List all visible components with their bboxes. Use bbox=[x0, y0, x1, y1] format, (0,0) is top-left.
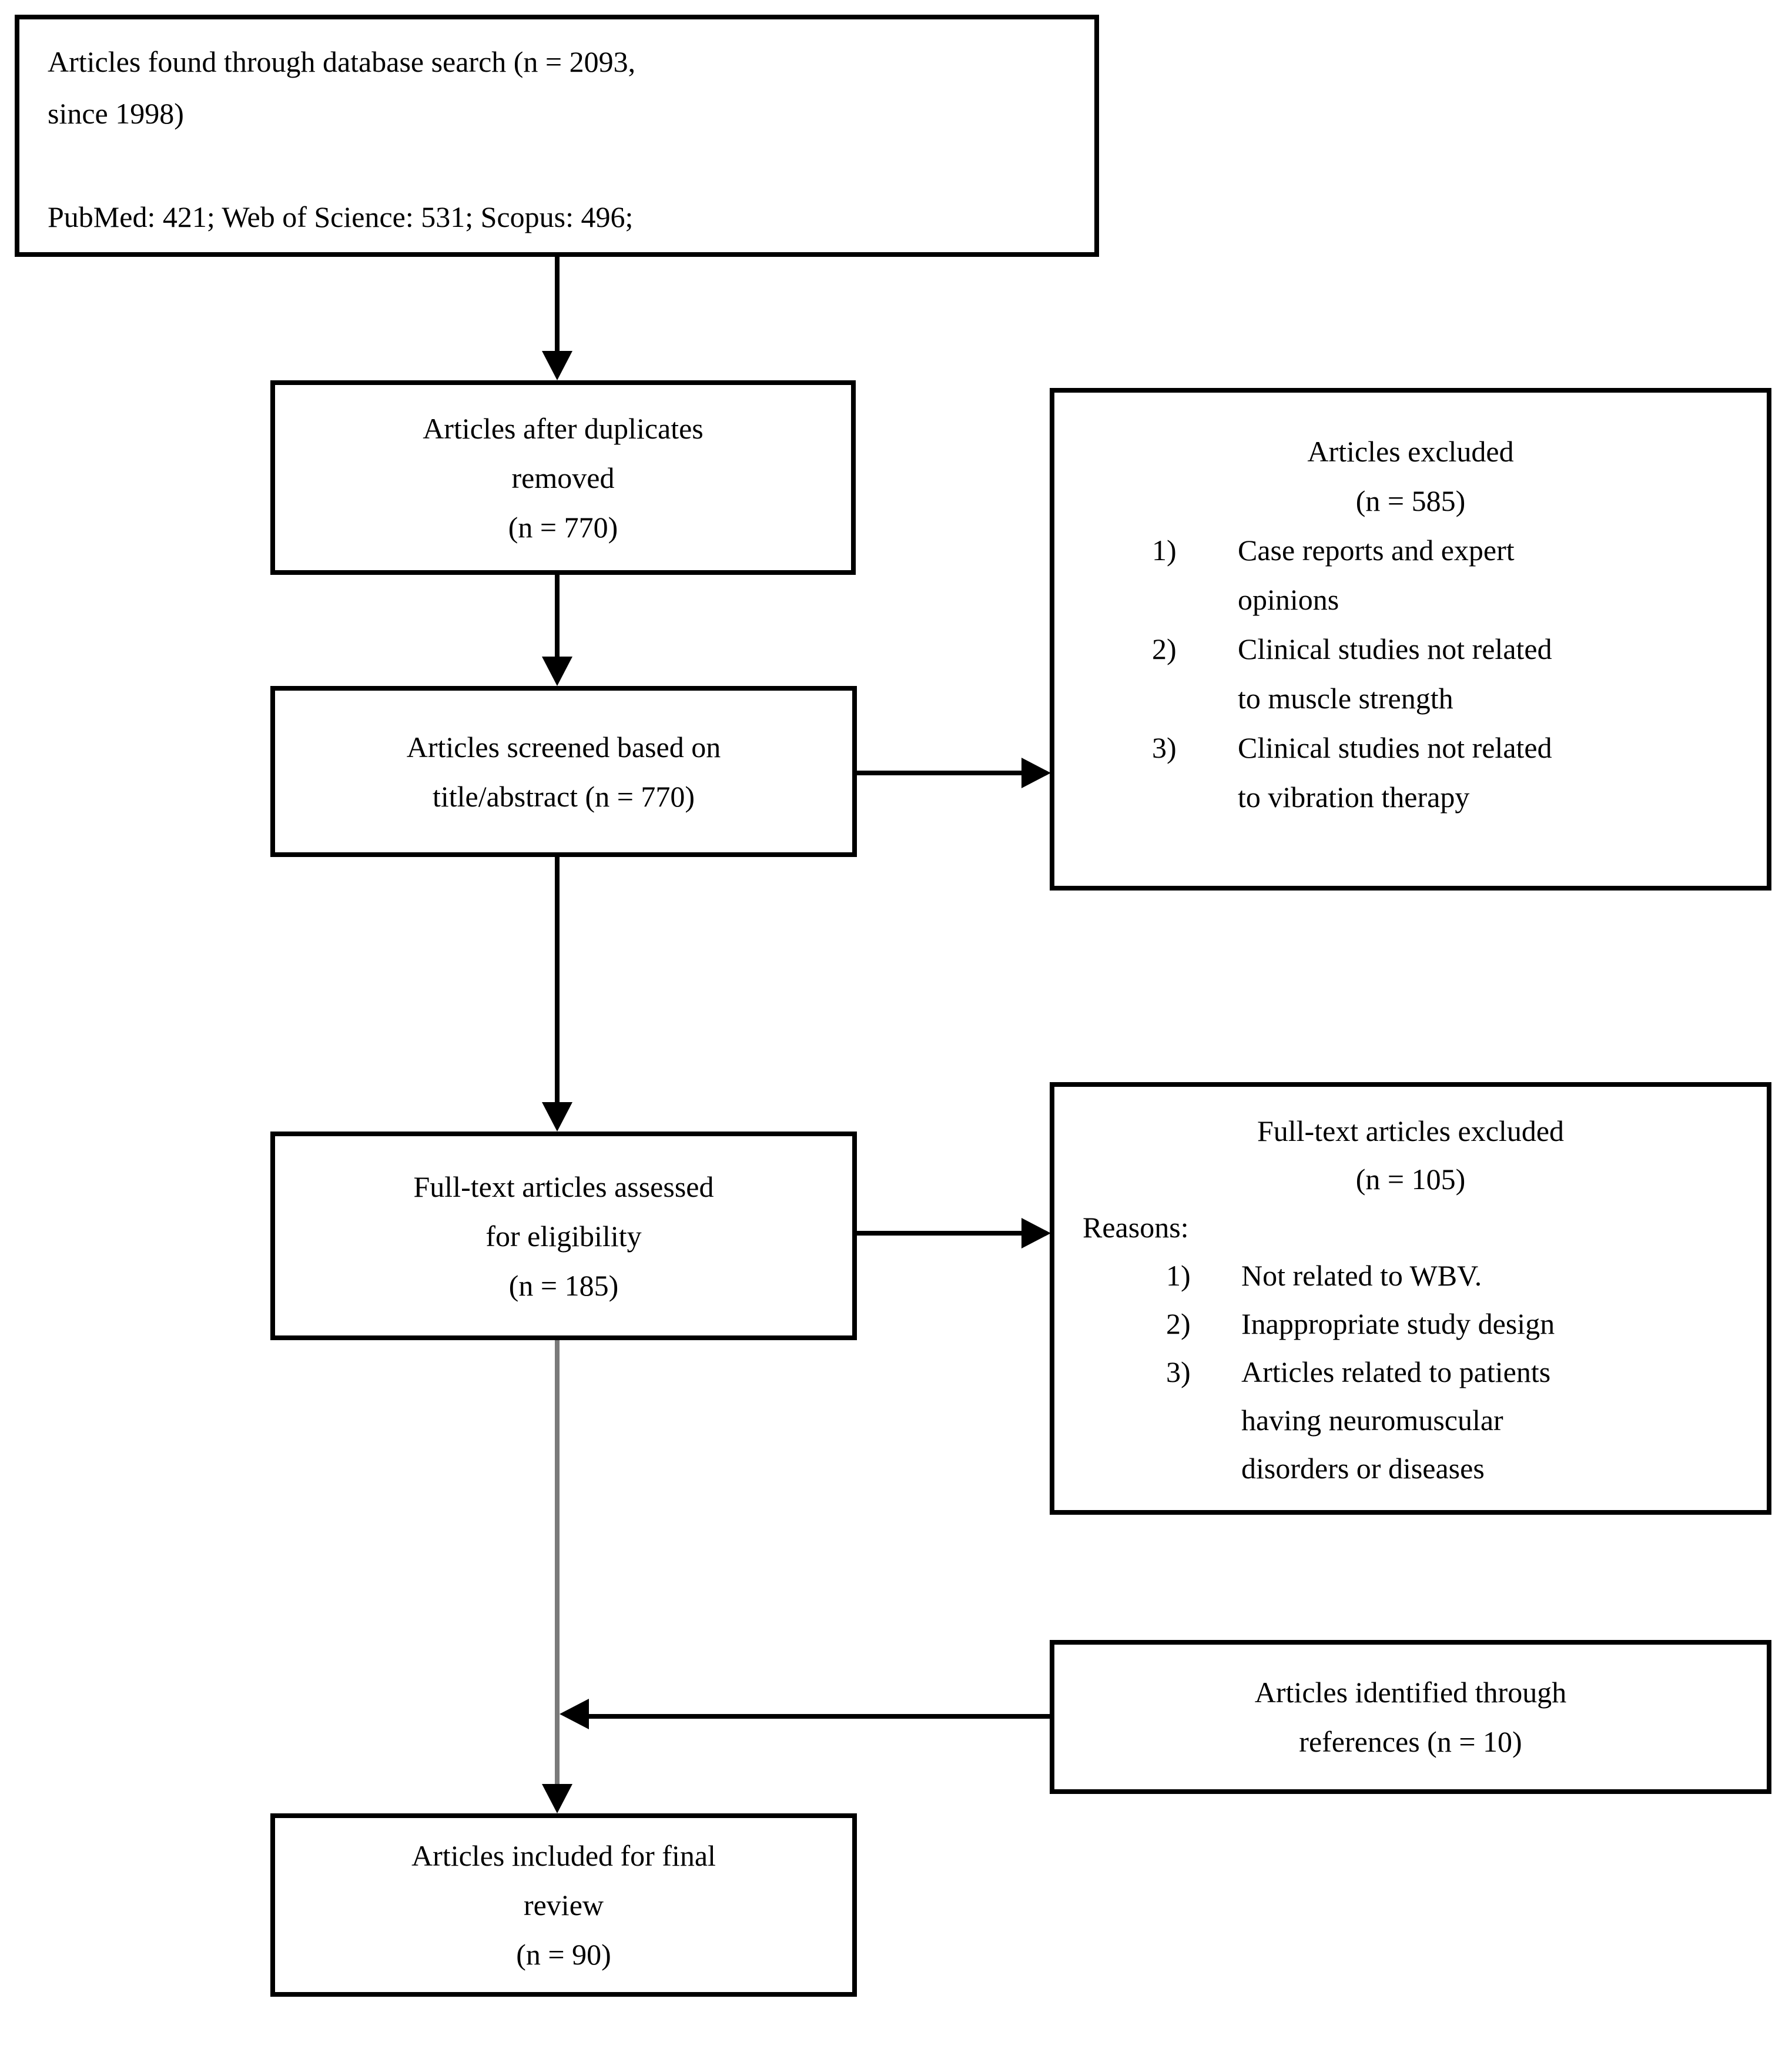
box-fulltext-excluded-title: Full-text articles excluded bbox=[1257, 1114, 1565, 1147]
box-duplicates-removed-text: Articles after duplicates removed (n = 7… bbox=[423, 411, 704, 544]
box-articles-excluded-list: 1) Case reports and expert opinions 2) C… bbox=[1054, 525, 1767, 822]
box-fulltext-assessed: Full-text articles assessed for eligibil… bbox=[270, 1132, 857, 1340]
arrow-search-to-duplicates-line bbox=[555, 257, 560, 354]
box-included-final-review: Articles included for final review (n = … bbox=[270, 1813, 857, 1997]
list-item-number: 1) bbox=[1152, 534, 1177, 567]
list-item-text: Clinical studies not related to vibratio… bbox=[1238, 731, 1552, 814]
box-fulltext-excluded-reasons-label: Reasons: bbox=[1083, 1211, 1189, 1244]
arrow-screened-to-excluded-line bbox=[857, 771, 1023, 775]
box-database-search: Articles found through database search (… bbox=[15, 15, 1099, 257]
box-fulltext-excluded-count: (n = 105) bbox=[1355, 1163, 1466, 1196]
box-articles-excluded-count: (n = 585) bbox=[1355, 484, 1466, 517]
arrow-duplicates-to-screened-arrowhead bbox=[542, 657, 572, 686]
box-screened-text: Articles screened based on title/abstrac… bbox=[406, 730, 721, 813]
list-item-number: 3) bbox=[1152, 731, 1177, 764]
arrow-screened-to-excluded-arrowhead bbox=[1021, 758, 1051, 788]
arrow-references-to-flow-line bbox=[589, 1714, 1050, 1719]
arrow-screened-to-fulltext-line bbox=[555, 857, 560, 1103]
list-item: 3) Clinical studies not related to vibra… bbox=[1054, 723, 1767, 822]
list-item-text: Case reports and expert opinions bbox=[1238, 534, 1515, 616]
list-item: 1) Case reports and expert opinions bbox=[1054, 525, 1767, 624]
list-item-number: 3) bbox=[1166, 1355, 1191, 1388]
box-fulltext-assessed-text: Full-text articles assessed for eligibil… bbox=[413, 1170, 714, 1302]
arrow-screened-to-fulltext-arrowhead bbox=[542, 1102, 572, 1132]
arrow-search-to-duplicates-arrowhead bbox=[542, 351, 572, 380]
arrow-fulltext-to-excluded-arrowhead bbox=[1021, 1218, 1051, 1248]
list-item-text: Inappropriate study design bbox=[1241, 1307, 1555, 1340]
box-fulltext-excluded-list: 1) Not related to WBV. 2) Inappropriate … bbox=[1054, 1251, 1767, 1492]
box-articles-excluded-title: Articles excluded bbox=[1307, 435, 1514, 468]
box-included-final-review-text: Articles included for final review (n = … bbox=[411, 1839, 716, 1971]
arrow-fulltext-to-excluded-line bbox=[857, 1231, 1023, 1236]
box-duplicates-removed: Articles after duplicates removed (n = 7… bbox=[270, 380, 856, 575]
box-references-text: Articles identified through references (… bbox=[1254, 1676, 1567, 1758]
list-item-text: Articles related to patients having neur… bbox=[1241, 1355, 1551, 1485]
box-database-search-text: Articles found through database search (… bbox=[48, 45, 636, 233]
list-item-text: Clinical studies not related to muscle s… bbox=[1238, 632, 1552, 715]
arrow-duplicates-to-screened-line bbox=[555, 575, 560, 658]
list-item: 2) Clinical studies not related to muscl… bbox=[1054, 624, 1767, 723]
list-item-number: 1) bbox=[1166, 1259, 1191, 1292]
list-item-number: 2) bbox=[1166, 1307, 1191, 1340]
list-item: 2) Inappropriate study design bbox=[1054, 1300, 1767, 1348]
list-item: 1) Not related to WBV. bbox=[1054, 1251, 1767, 1300]
box-references: Articles identified through references (… bbox=[1050, 1640, 1771, 1794]
arrow-fulltext-to-included-line bbox=[555, 1340, 560, 1785]
arrow-references-to-flow-arrowhead bbox=[560, 1699, 589, 1729]
list-item-text: Not related to WBV. bbox=[1241, 1259, 1482, 1292]
list-item: 3) Articles related to patients having n… bbox=[1054, 1348, 1767, 1492]
box-fulltext-excluded: Full-text articles excluded (n = 105) Re… bbox=[1050, 1082, 1771, 1515]
arrow-fulltext-to-included-arrowhead bbox=[542, 1784, 572, 1813]
box-articles-excluded: Articles excluded (n = 585) 1) Case repo… bbox=[1050, 388, 1771, 891]
list-item-number: 2) bbox=[1152, 632, 1177, 665]
box-screened: Articles screened based on title/abstrac… bbox=[270, 686, 857, 857]
